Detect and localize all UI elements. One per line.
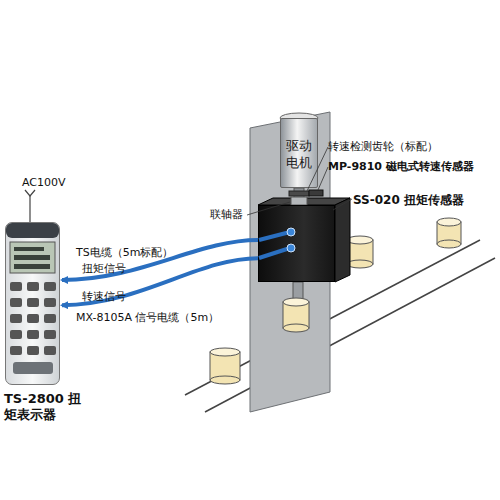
roller-end <box>437 240 461 248</box>
coupling <box>291 197 307 205</box>
torque-sensor: SS-020 扭矩传感器 <box>258 205 335 282</box>
part-label: MP-9810 磁电式转速传感器 <box>328 160 474 174</box>
cable-stub <box>259 232 290 240</box>
lcd-digits <box>14 247 44 251</box>
key <box>10 346 22 355</box>
leader-line <box>307 147 328 191</box>
key <box>44 282 56 291</box>
key <box>10 298 22 307</box>
key <box>27 282 39 291</box>
key <box>10 330 22 339</box>
roller-end <box>210 348 240 356</box>
node-text: 驱动电机 <box>285 137 313 171</box>
signal-cable <box>62 258 258 305</box>
roller-end <box>210 376 240 384</box>
key <box>44 330 56 339</box>
pickup-sensor <box>309 190 323 196</box>
key <box>27 298 39 307</box>
roller-end <box>283 324 309 332</box>
part-label: TS电缆（5m标配） <box>76 246 173 260</box>
roller-end <box>347 260 373 268</box>
drive-motor: 驱动电机 <box>280 118 318 188</box>
part-label: 联轴器 <box>210 208 243 222</box>
key <box>10 282 22 291</box>
lcd-digits <box>14 255 50 260</box>
node-text: TS-2800 扭矩表示器 <box>4 391 84 423</box>
key <box>44 298 56 307</box>
cable-stub <box>259 248 290 258</box>
part-label: MX-8105A 信号电缆（5m） <box>76 311 219 325</box>
power-key <box>13 362 53 374</box>
signal-label: 扭矩信号 <box>82 262 126 276</box>
leader-line <box>247 202 290 215</box>
key <box>27 314 39 323</box>
leader-line <box>318 167 328 190</box>
part-label: AC100V <box>22 176 66 190</box>
roller-end <box>347 236 373 244</box>
power-cord <box>29 196 30 222</box>
power-plug <box>25 190 35 196</box>
conveyor-rail <box>205 258 495 412</box>
node-text: SS-020 扭矩传感器 <box>353 192 493 208</box>
part-label: 转速检测齿轮（标配） <box>328 140 438 154</box>
key <box>10 314 22 323</box>
signal-label: 转速信号 <box>82 290 126 304</box>
lcd-screen <box>10 242 55 273</box>
leader-line <box>333 199 352 210</box>
lcd-digits <box>14 264 50 269</box>
key <box>44 346 56 355</box>
roller-end <box>437 218 461 226</box>
connector-socket <box>287 244 295 252</box>
device-top-band <box>6 223 59 238</box>
speed-gear <box>289 191 309 196</box>
sensor-side-face <box>335 198 350 282</box>
connector-socket <box>287 228 295 236</box>
roller-end <box>283 298 309 306</box>
key <box>27 346 39 355</box>
key <box>44 314 56 323</box>
key <box>27 330 39 339</box>
